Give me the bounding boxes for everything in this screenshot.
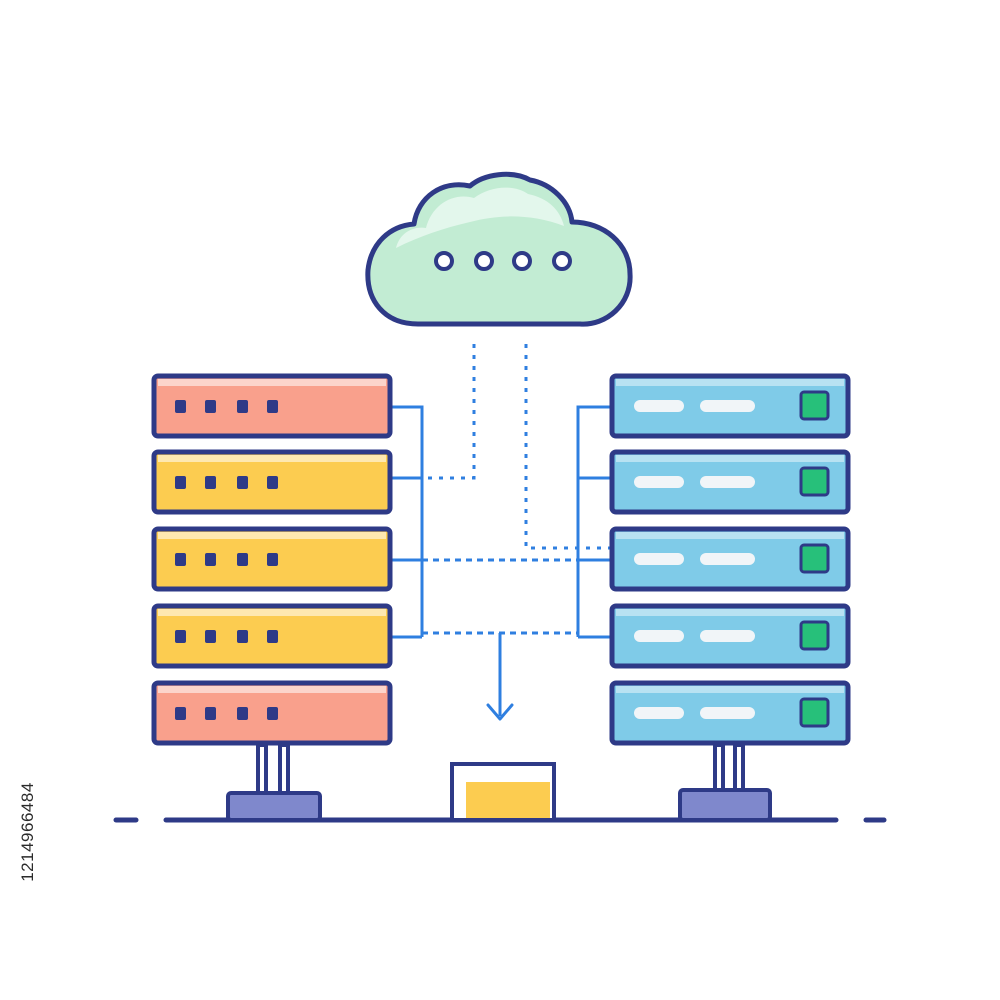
stock-image-id: 1214966484 [8, 752, 48, 912]
right-rack-post-b [733, 743, 745, 797]
server-port-icon [205, 707, 216, 720]
server-port-icon [205, 553, 216, 566]
status-led-icon [799, 543, 830, 574]
server-unit-shine [158, 532, 386, 539]
server-port-icon [205, 400, 216, 413]
server-port-icon [205, 630, 216, 643]
drive-slot [634, 476, 684, 488]
server-port-icon [205, 476, 216, 489]
left-rack-bus [392, 405, 424, 639]
drive-slot [634, 707, 684, 719]
drive-slot [634, 553, 684, 565]
cloud-dot [512, 251, 532, 271]
server-unit-shine [616, 532, 844, 539]
server-port-icon [175, 553, 186, 566]
right-rack-post-a [713, 743, 725, 797]
drive-slot [700, 476, 755, 488]
right-rack-stand [678, 788, 772, 822]
arrow-down-icon [486, 703, 514, 721]
cloud-highlight [396, 187, 564, 248]
server-unit-shine [616, 686, 844, 693]
storage-box-fill [466, 782, 550, 818]
cloud-status-dots [434, 251, 572, 271]
storage-box-icon [450, 762, 556, 822]
right-server-rack [609, 373, 851, 822]
right-rack-bus [576, 405, 610, 639]
right-rack-units [609, 373, 851, 746]
server-unit [151, 526, 393, 592]
status-led-icon [799, 466, 830, 497]
server-port-icon [267, 707, 278, 720]
server-unit-shine [158, 686, 386, 693]
network-connectors [392, 344, 610, 721]
server-port-icon [175, 707, 186, 720]
server-unit-shine [158, 609, 386, 616]
left-rack-units [151, 373, 393, 746]
server-unit-shine [616, 379, 844, 386]
left-rack-post-a [256, 743, 268, 797]
drive-slot [634, 630, 684, 642]
server-port-icon [267, 630, 278, 643]
server-unit [151, 603, 393, 669]
server-unit-shine [158, 455, 386, 462]
status-led-icon [799, 620, 830, 651]
server-port-icon [267, 400, 278, 413]
drive-slot [700, 630, 755, 642]
server-port-icon [237, 476, 248, 489]
server-port-icon [237, 553, 248, 566]
left-rack-post-b [278, 743, 290, 797]
server-port-icon [267, 476, 278, 489]
status-led-icon [799, 697, 830, 728]
server-port-icon [267, 553, 278, 566]
server-unit [151, 449, 393, 515]
cloud-dot [474, 251, 494, 271]
server-port-icon [237, 707, 248, 720]
left-rack-stand [226, 791, 322, 822]
drive-slot [700, 553, 755, 565]
cloud-link-right [524, 344, 610, 550]
cloud-link-left [392, 344, 476, 480]
cloud-dot [434, 251, 454, 271]
drive-slot [700, 400, 755, 412]
server-unit [151, 373, 393, 439]
server-unit [609, 603, 851, 669]
server-port-icon [175, 400, 186, 413]
status-led-icon [799, 390, 830, 421]
server-unit [609, 680, 851, 746]
server-port-icon [175, 476, 186, 489]
cloud-body [365, 171, 633, 327]
cloud-dot [552, 251, 572, 271]
left-server-rack [151, 373, 393, 822]
drive-slot [634, 400, 684, 412]
server-unit [609, 373, 851, 439]
drive-slot [700, 707, 755, 719]
server-unit-shine [616, 455, 844, 462]
cloud-icon [365, 171, 633, 327]
stock-image-id-text: 1214966484 [18, 782, 38, 882]
server-unit [609, 449, 851, 515]
server-unit-shine [158, 379, 386, 386]
server-unit [609, 526, 851, 592]
server-port-icon [237, 400, 248, 413]
server-unit [151, 680, 393, 746]
server-unit-shine [616, 609, 844, 616]
server-port-icon [175, 630, 186, 643]
server-port-icon [237, 630, 248, 643]
